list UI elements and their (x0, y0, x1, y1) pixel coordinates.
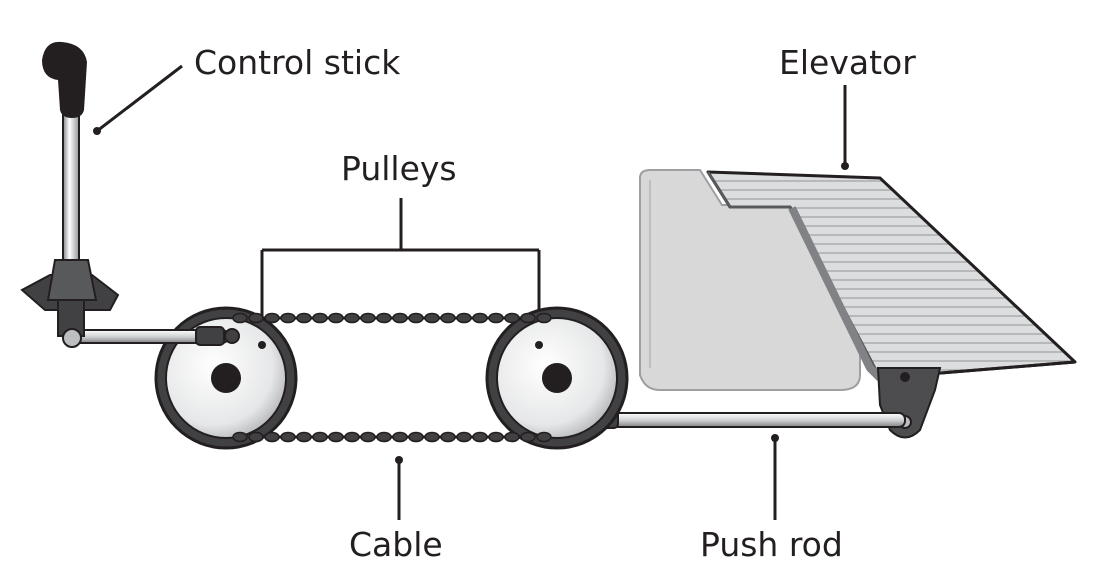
cable-link (392, 312, 408, 324)
cable-link (296, 312, 312, 324)
cable-link (328, 431, 344, 443)
cable-link (248, 312, 264, 324)
leader-lines (93, 64, 849, 520)
cable-link (344, 312, 360, 324)
cable-link (392, 431, 408, 443)
cable-link (280, 312, 296, 324)
cable-link (248, 431, 264, 443)
cable-link (424, 312, 440, 324)
cable-link (504, 431, 520, 443)
cable-link (312, 431, 328, 443)
control-stick-leader-dot (93, 127, 101, 135)
cable-beads (232, 312, 552, 443)
cable-link (424, 431, 440, 443)
cable-link (264, 431, 280, 443)
cable-link (456, 312, 472, 324)
push-rod-label: Push rod (700, 525, 843, 564)
cable-link (408, 431, 424, 443)
cable-link (520, 312, 536, 324)
cable-link (280, 431, 296, 443)
stick-linkage-rod (69, 326, 240, 346)
pulley-left (154, 306, 298, 450)
cable-link (520, 431, 536, 443)
cable-link (344, 431, 360, 443)
cable-label: Cable (349, 525, 443, 564)
cable-link (440, 312, 456, 324)
cable-link (312, 312, 328, 324)
control-stick (20, 41, 120, 348)
cable-link (488, 312, 504, 324)
cable-link (488, 431, 504, 443)
cable-link (536, 431, 552, 443)
control-stick-leader (96, 64, 183, 133)
cable-link (376, 312, 392, 324)
cable-link (472, 431, 488, 443)
cable-link (360, 312, 376, 324)
elevator-leader-dot (841, 162, 849, 170)
cable-link (440, 431, 456, 443)
cable-link (472, 312, 488, 324)
cable-link (264, 312, 280, 324)
push-rod-leader-dot (771, 434, 779, 442)
cable-link (328, 312, 344, 324)
cable-link (536, 312, 552, 324)
pulleys-label: Pulleys (341, 149, 457, 188)
cable-link (232, 431, 248, 443)
control-stick-label: Control stick (194, 43, 401, 82)
cable-link (232, 312, 248, 324)
cable-link (408, 312, 424, 324)
elevator-label: Elevator (779, 43, 916, 82)
cable-link (504, 312, 520, 324)
cable-leader-dot (395, 456, 403, 464)
cable-link (360, 431, 376, 443)
cable-link (376, 431, 392, 443)
cable-link (296, 431, 312, 443)
pulleys-bracket (260, 198, 541, 335)
pulley-right (485, 306, 629, 450)
cable-link (456, 431, 472, 443)
